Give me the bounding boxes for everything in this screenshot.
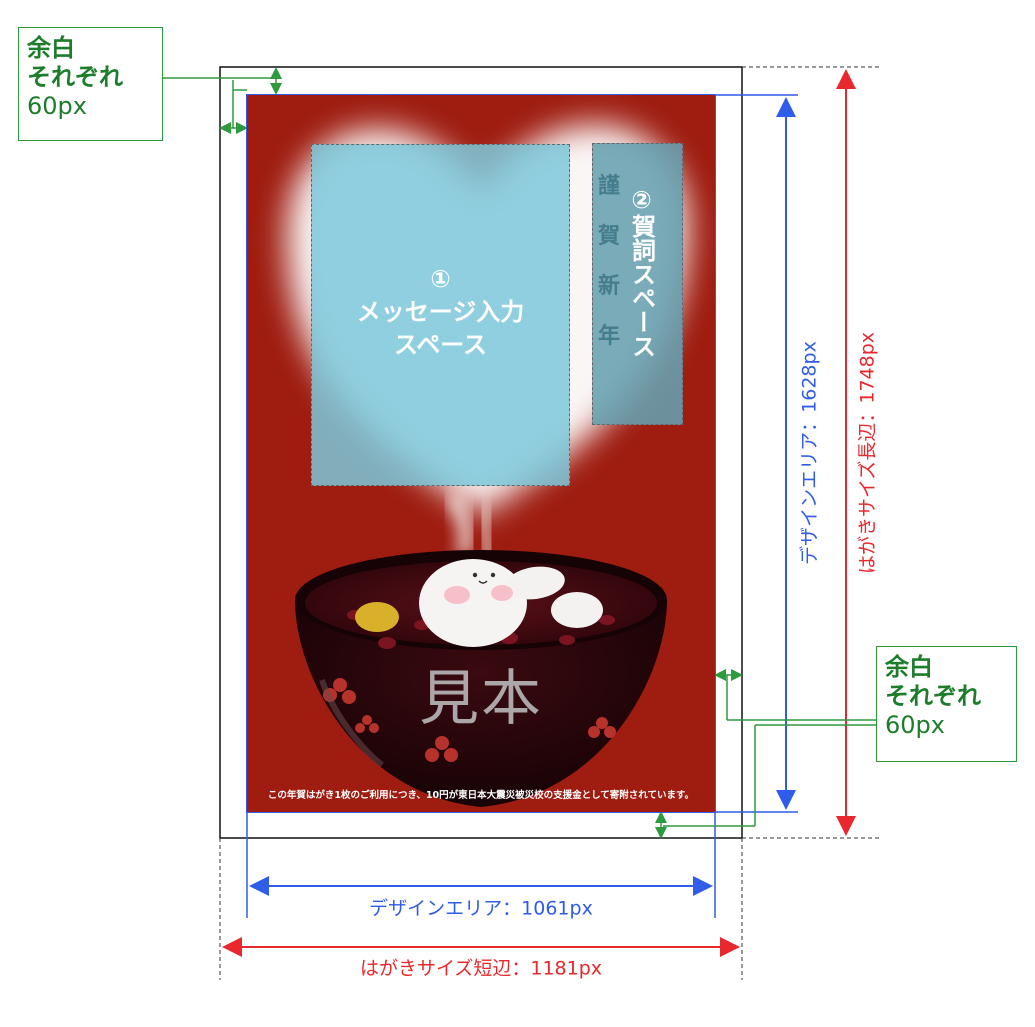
margin-markers-top-left (163, 67, 282, 134)
margin-callout-value: 60px (885, 711, 945, 739)
margin-callout-line1: 余白 (27, 34, 75, 62)
message-input-slot: ① メッセージ入力 スペース (311, 144, 570, 486)
card-width-label: はがきサイズ短辺：1181px (359, 957, 603, 980)
card-extension-lines (219, 66, 880, 980)
design-extension-lines (246, 94, 798, 918)
greeting-deco-text: 謹賀新年 (597, 174, 620, 349)
slot1-line2: スペース (393, 331, 488, 359)
sample-watermark: 見本 (419, 664, 543, 734)
slot2-label: ②賀詞スペース (627, 186, 656, 358)
bowl-flowers (323, 678, 616, 762)
slot1-line1: メッセージ入力 (356, 298, 525, 326)
margin-callout-line1: 余白 (885, 653, 933, 681)
design-height-label: デザインエリア：1628px (794, 341, 822, 565)
bowl (295, 600, 667, 807)
postcard-outline (219, 66, 743, 839)
slot1-number: ① (430, 265, 451, 293)
card-height-label: はがきサイズ長辺：1748px (852, 331, 880, 575)
margin-callout-top-left: 余白 それぞれ 60px (18, 27, 163, 141)
design-width-label: デザインエリア：1061px (369, 897, 593, 920)
mochi-rabbit (419, 559, 603, 647)
margin-callout-line2: それぞれ (27, 63, 123, 91)
donation-note: この年賀はがき1枚のご利用につき、10円が東日本大震災被災校の支援金として寄附さ… (267, 790, 695, 801)
margin-callout-value: 60px (27, 92, 87, 120)
design-area: ① メッセージ入力 スペース 謹賀新年 ②賀詞スペース 見本 この年賀はがき1枚… (246, 94, 716, 813)
margin-markers-bottom-right (655, 669, 876, 839)
margin-callout-line2: それぞれ (885, 682, 981, 710)
greeting-phrase-slot: 謹賀新年 ②賀詞スペース (592, 143, 683, 425)
margin-callout-bottom-right: 余白 それぞれ 60px (876, 646, 1017, 762)
chestnut (355, 602, 399, 632)
